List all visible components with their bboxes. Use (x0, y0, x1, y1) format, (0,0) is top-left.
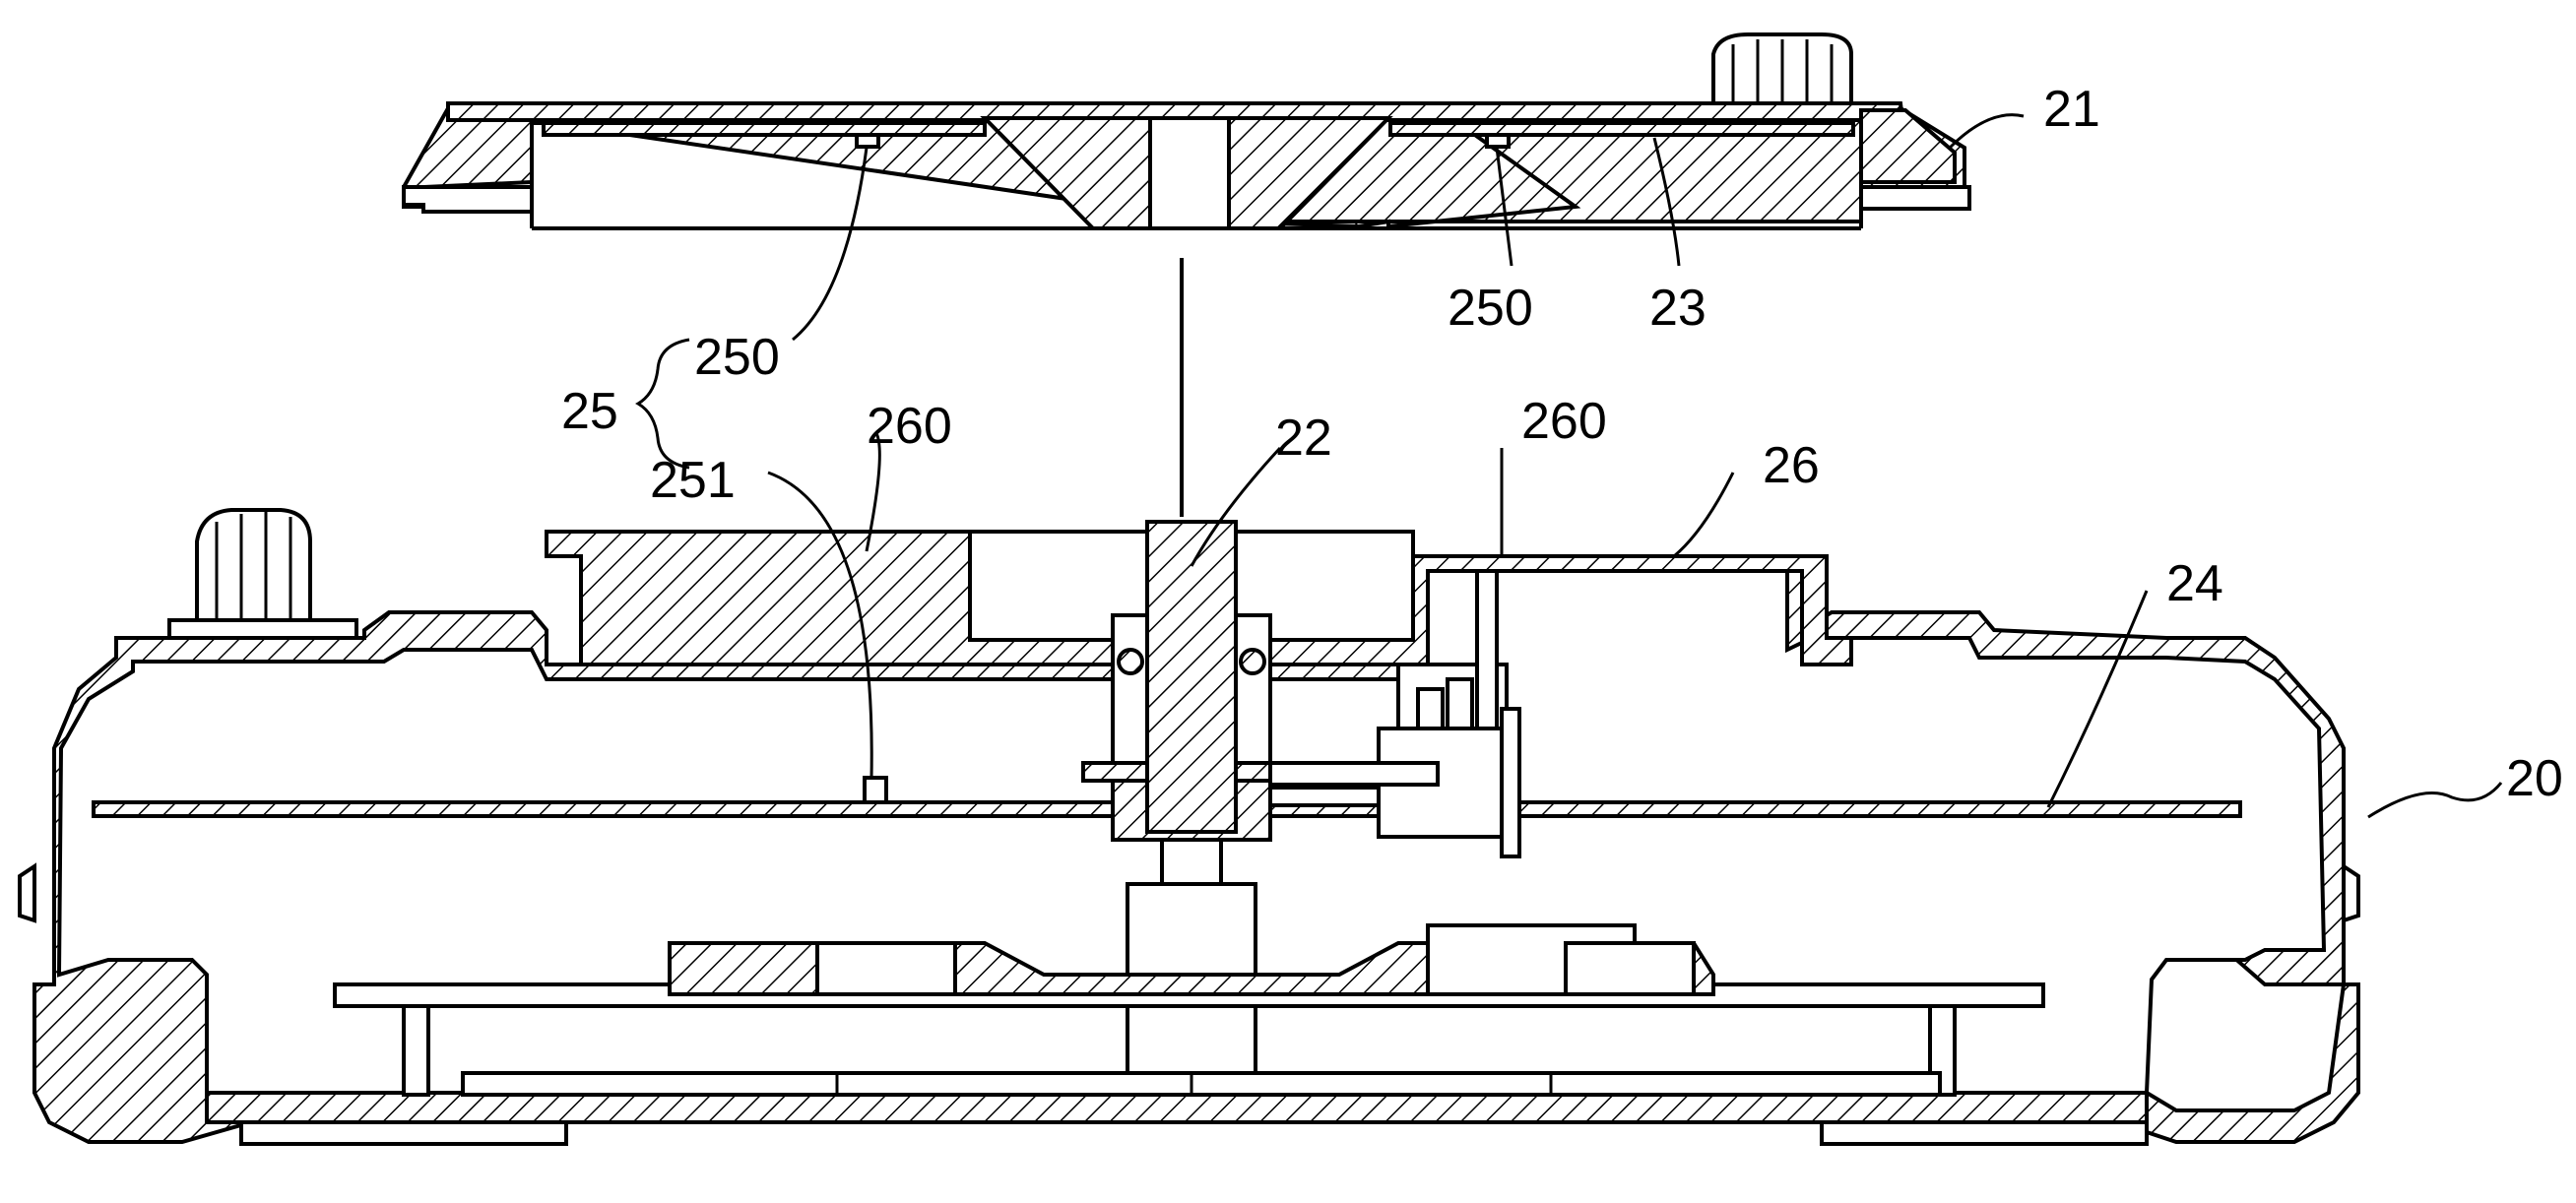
cover-knob (1713, 34, 1851, 103)
sensor-251 (865, 778, 886, 802)
label-251: 251 (650, 452, 736, 509)
label-21: 21 (2043, 81, 2100, 138)
label-250-left: 250 (694, 329, 780, 386)
label-260-right: 260 (1521, 393, 1607, 450)
label-22: 22 (1275, 410, 1332, 467)
label-26: 26 (1763, 437, 1820, 494)
sensor-250-left (857, 135, 878, 147)
label-20: 20 (2506, 750, 2563, 807)
label-250-right: 250 (1448, 280, 1533, 337)
label-23: 23 (1649, 280, 1707, 337)
label-24: 24 (2166, 555, 2223, 612)
sensor-250-right (1487, 135, 1509, 147)
label-25: 25 (561, 383, 618, 440)
label-260-left: 260 (867, 398, 952, 455)
base-knob (169, 510, 356, 638)
